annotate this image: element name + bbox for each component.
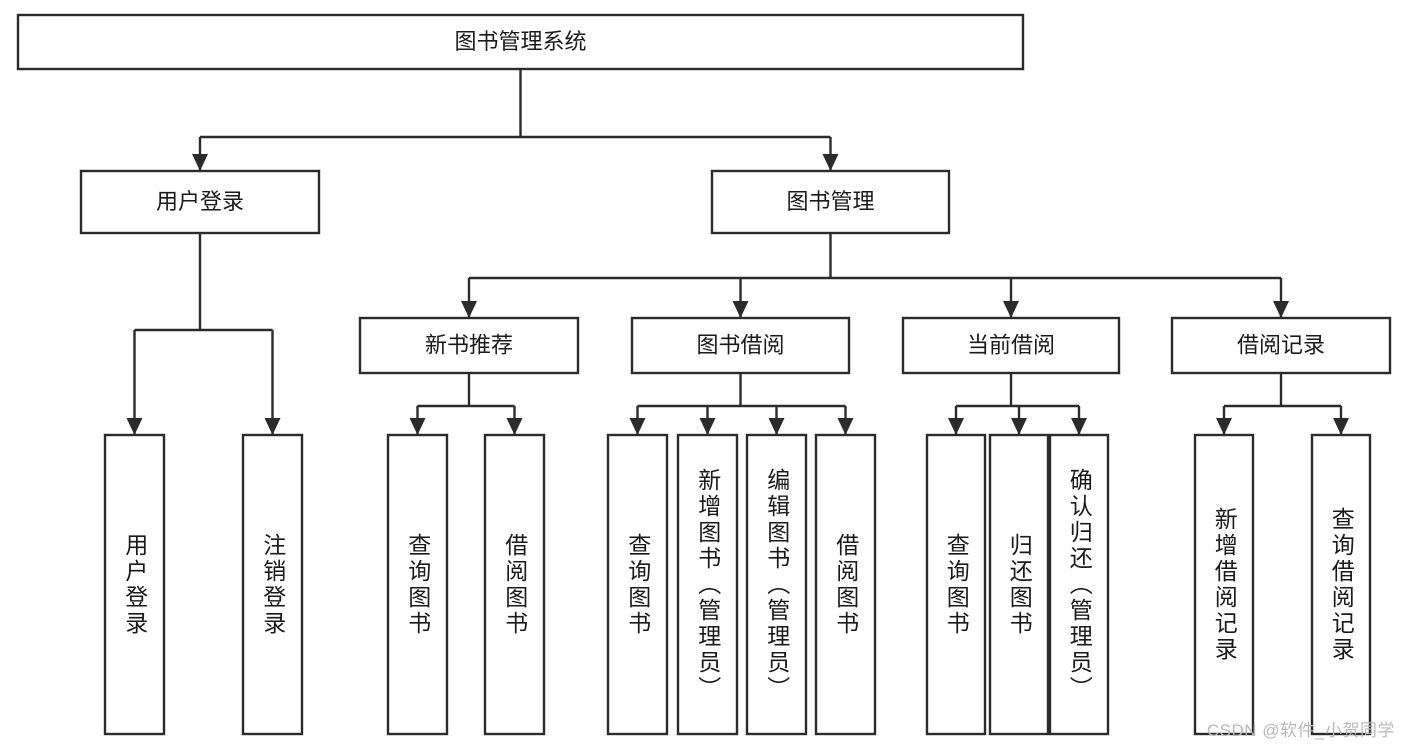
level2-2-to-leaves-arrow-1 xyxy=(1011,418,1027,435)
level1-node-label: 用户登录 xyxy=(156,189,244,214)
leaf-node-rect[interactable] xyxy=(988,433,1050,736)
user-login-to-leaves-arrow-1 xyxy=(264,418,281,435)
level2-3-to-leaves-arrow-1 xyxy=(1333,418,1349,435)
leaf-node-8[interactable] xyxy=(925,433,987,736)
book-mgmt-to-level2-arrow-1 xyxy=(732,301,749,318)
leaf-node-rect[interactable] xyxy=(925,433,987,736)
level2-node-rect[interactable] xyxy=(358,316,580,375)
leaf-node-2[interactable] xyxy=(386,433,449,736)
level1-node-rect[interactable] xyxy=(710,169,951,235)
level2-node-label: 图书借阅 xyxy=(696,332,784,357)
level1-node-0[interactable]: 用户登录 xyxy=(79,169,321,235)
level2-node-0[interactable]: 新书推荐 xyxy=(358,316,580,375)
root-to-level1-arrow-1 xyxy=(822,154,839,171)
leaf-node-4[interactable] xyxy=(606,433,669,736)
level2-1-to-leaves-arrow-2 xyxy=(768,418,785,435)
leaf-node-rect[interactable] xyxy=(814,433,877,736)
level1-node-label: 图书管理 xyxy=(786,189,874,214)
level2-node-3[interactable]: 借阅记录 xyxy=(1170,316,1392,375)
leaf-node-rect[interactable] xyxy=(483,433,546,736)
leaf-node-6[interactable] xyxy=(745,433,808,736)
watermark: CSDN @软件_小贺同学 xyxy=(1206,721,1395,740)
leaf-node-7[interactable] xyxy=(814,433,877,736)
level2-node-rect[interactable] xyxy=(1170,316,1392,375)
leaf-node-0[interactable] xyxy=(103,433,166,736)
leaf-node-rect[interactable] xyxy=(676,433,739,736)
book-mgmt-to-level2-arrow-2 xyxy=(1003,301,1019,318)
level2-node-rect[interactable] xyxy=(901,316,1121,375)
level2-0-to-leaves-arrow-1 xyxy=(506,418,523,435)
level2-1-to-leaves-arrow-3 xyxy=(837,418,854,435)
level1-node-1[interactable]: 图书管理 xyxy=(710,169,951,235)
leaf-node-rect[interactable] xyxy=(1310,433,1372,736)
connector-layer xyxy=(126,69,1349,435)
level2-node-1[interactable]: 图书借阅 xyxy=(630,316,851,375)
level2-2-to-leaves-arrow-2 xyxy=(1071,418,1087,435)
leaf-node-3[interactable] xyxy=(483,433,546,736)
root-node-label: 图书管理系统 xyxy=(454,29,586,54)
leaf-node-rect[interactable] xyxy=(745,433,808,736)
leaf-node-rect[interactable] xyxy=(1193,433,1255,736)
book-mgmt-to-level2-arrow-0 xyxy=(461,301,477,318)
level2-node-label: 新书推荐 xyxy=(425,332,513,357)
root-to-level1-arrow-0 xyxy=(192,154,208,171)
level1-node-rect[interactable] xyxy=(79,169,321,235)
book-mgmt-to-level2-arrow-3 xyxy=(1273,301,1289,318)
leaf-node-rect[interactable] xyxy=(606,433,669,736)
leaf-node-1[interactable] xyxy=(241,433,304,736)
leaf-node-rect[interactable] xyxy=(103,433,166,736)
root-node-rect[interactable] xyxy=(16,13,1025,71)
level2-0-to-leaves-arrow-0 xyxy=(409,418,426,435)
level2-node-rect[interactable] xyxy=(630,316,851,375)
leaf-node-5[interactable] xyxy=(676,433,739,736)
leaf-node-rect[interactable] xyxy=(1048,433,1110,736)
leaf-node-9[interactable] xyxy=(988,433,1050,736)
root-node-0[interactable]: 图书管理系统 xyxy=(16,13,1025,71)
leaf-node-rect[interactable] xyxy=(386,433,449,736)
level2-node-2[interactable]: 当前借阅 xyxy=(901,316,1121,375)
level2-node-label: 借阅记录 xyxy=(1237,332,1325,357)
level2-3-to-leaves-arrow-0 xyxy=(1216,418,1232,435)
level2-1-to-leaves-arrow-0 xyxy=(629,418,646,435)
level2-1-to-leaves-arrow-1 xyxy=(699,418,716,435)
leaf-node-rect[interactable] xyxy=(241,433,304,736)
level2-2-to-leaves-arrow-0 xyxy=(948,418,964,435)
leaf-node-12[interactable] xyxy=(1310,433,1372,736)
level2-node-label: 当前借阅 xyxy=(967,332,1055,357)
leaf-node-10[interactable] xyxy=(1048,433,1110,736)
user-login-to-leaves-arrow-0 xyxy=(126,418,143,435)
leaf-node-11[interactable] xyxy=(1193,433,1255,736)
